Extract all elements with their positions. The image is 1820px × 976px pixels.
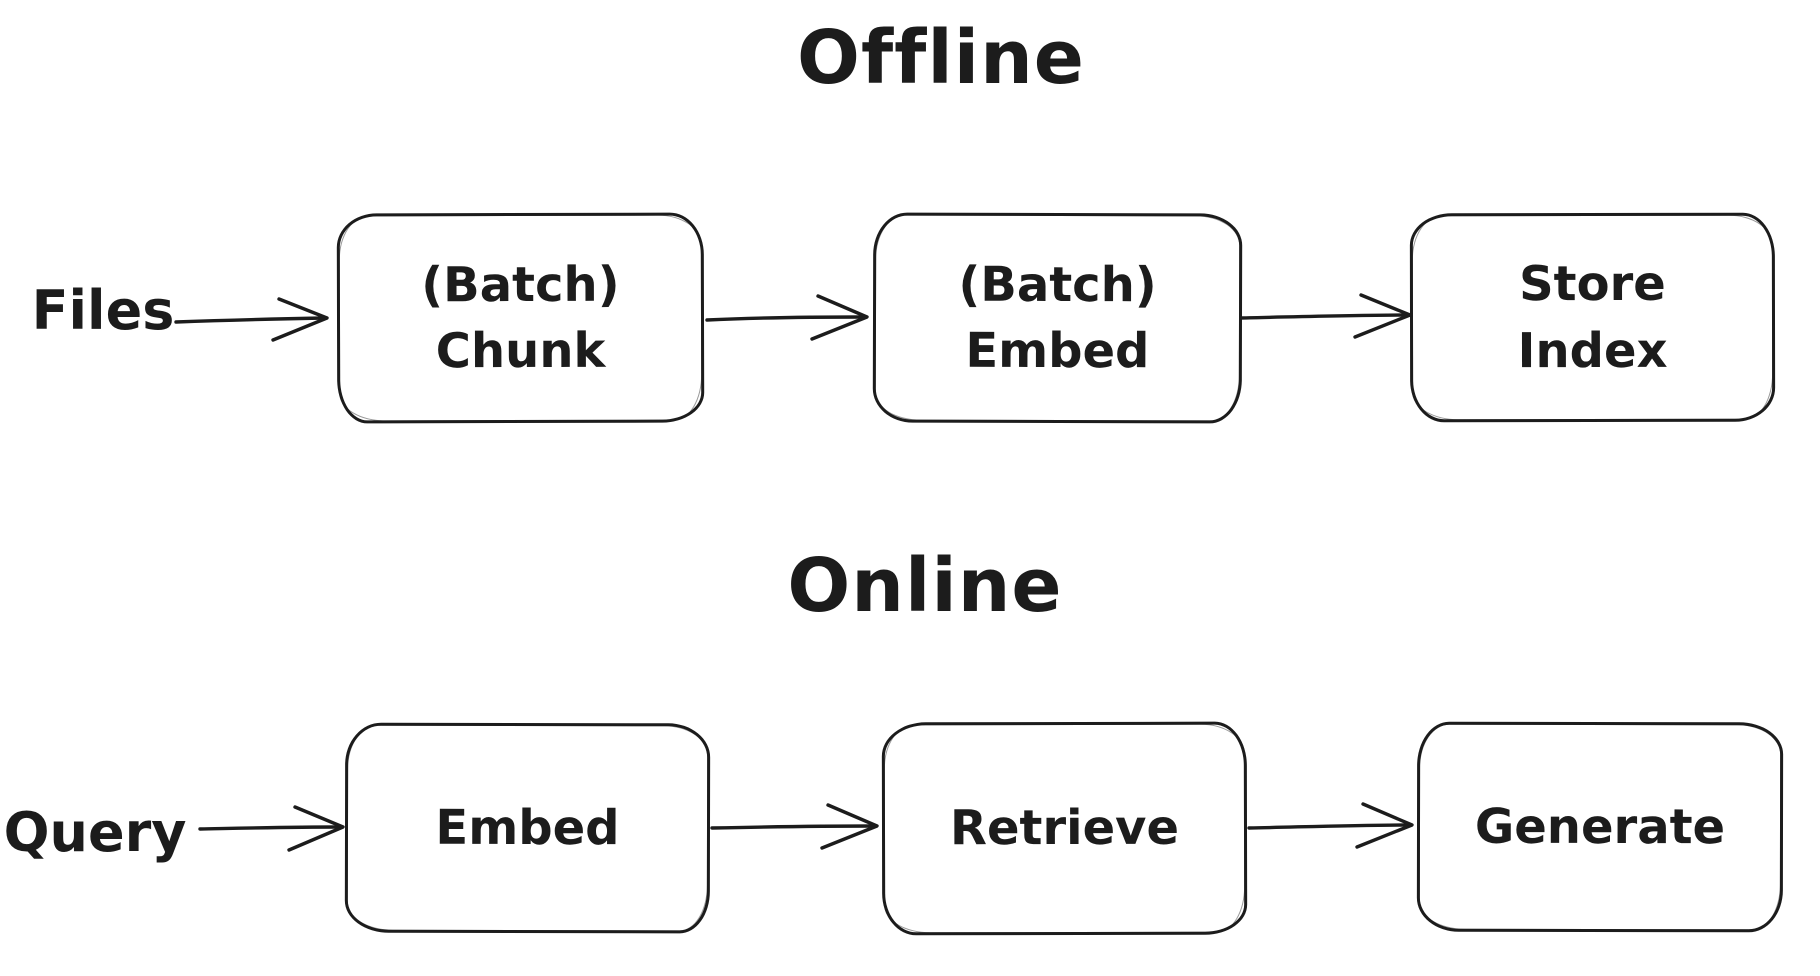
node-embed: Embed bbox=[344, 722, 711, 934]
node-generate: Generate bbox=[1416, 721, 1784, 933]
node-batch-chunk: (Batch) Chunk bbox=[336, 212, 705, 424]
node-label: (Batch) Chunk bbox=[421, 256, 620, 380]
arrow-embed-to-retrieve bbox=[710, 803, 879, 850]
node-label: Generate bbox=[1474, 798, 1726, 856]
node-label: (Batch) Embed bbox=[958, 256, 1157, 380]
node-label: Embed bbox=[435, 799, 620, 857]
node-store-index: Store Index bbox=[1409, 212, 1776, 423]
node-label: Retrieve bbox=[949, 800, 1180, 857]
section-title-offline: Offline bbox=[797, 15, 1085, 101]
node-label: Store Index bbox=[1517, 256, 1668, 379]
arrow-chunk-to-embed bbox=[705, 294, 869, 341]
section-title-online: Online bbox=[787, 543, 1063, 629]
node-batch-embed: (Batch) Embed bbox=[872, 212, 1243, 424]
arrow-embed-to-store-index bbox=[1238, 293, 1412, 339]
node-retrieve: Retrieve bbox=[881, 721, 1248, 936]
arrow-files-to-chunk bbox=[174, 297, 329, 342]
arrow-query-to-embed bbox=[198, 805, 345, 852]
input-label-files: Files bbox=[31, 278, 175, 342]
input-label-query: Query bbox=[3, 800, 187, 864]
arrow-retrieve-to-generate bbox=[1247, 802, 1414, 849]
